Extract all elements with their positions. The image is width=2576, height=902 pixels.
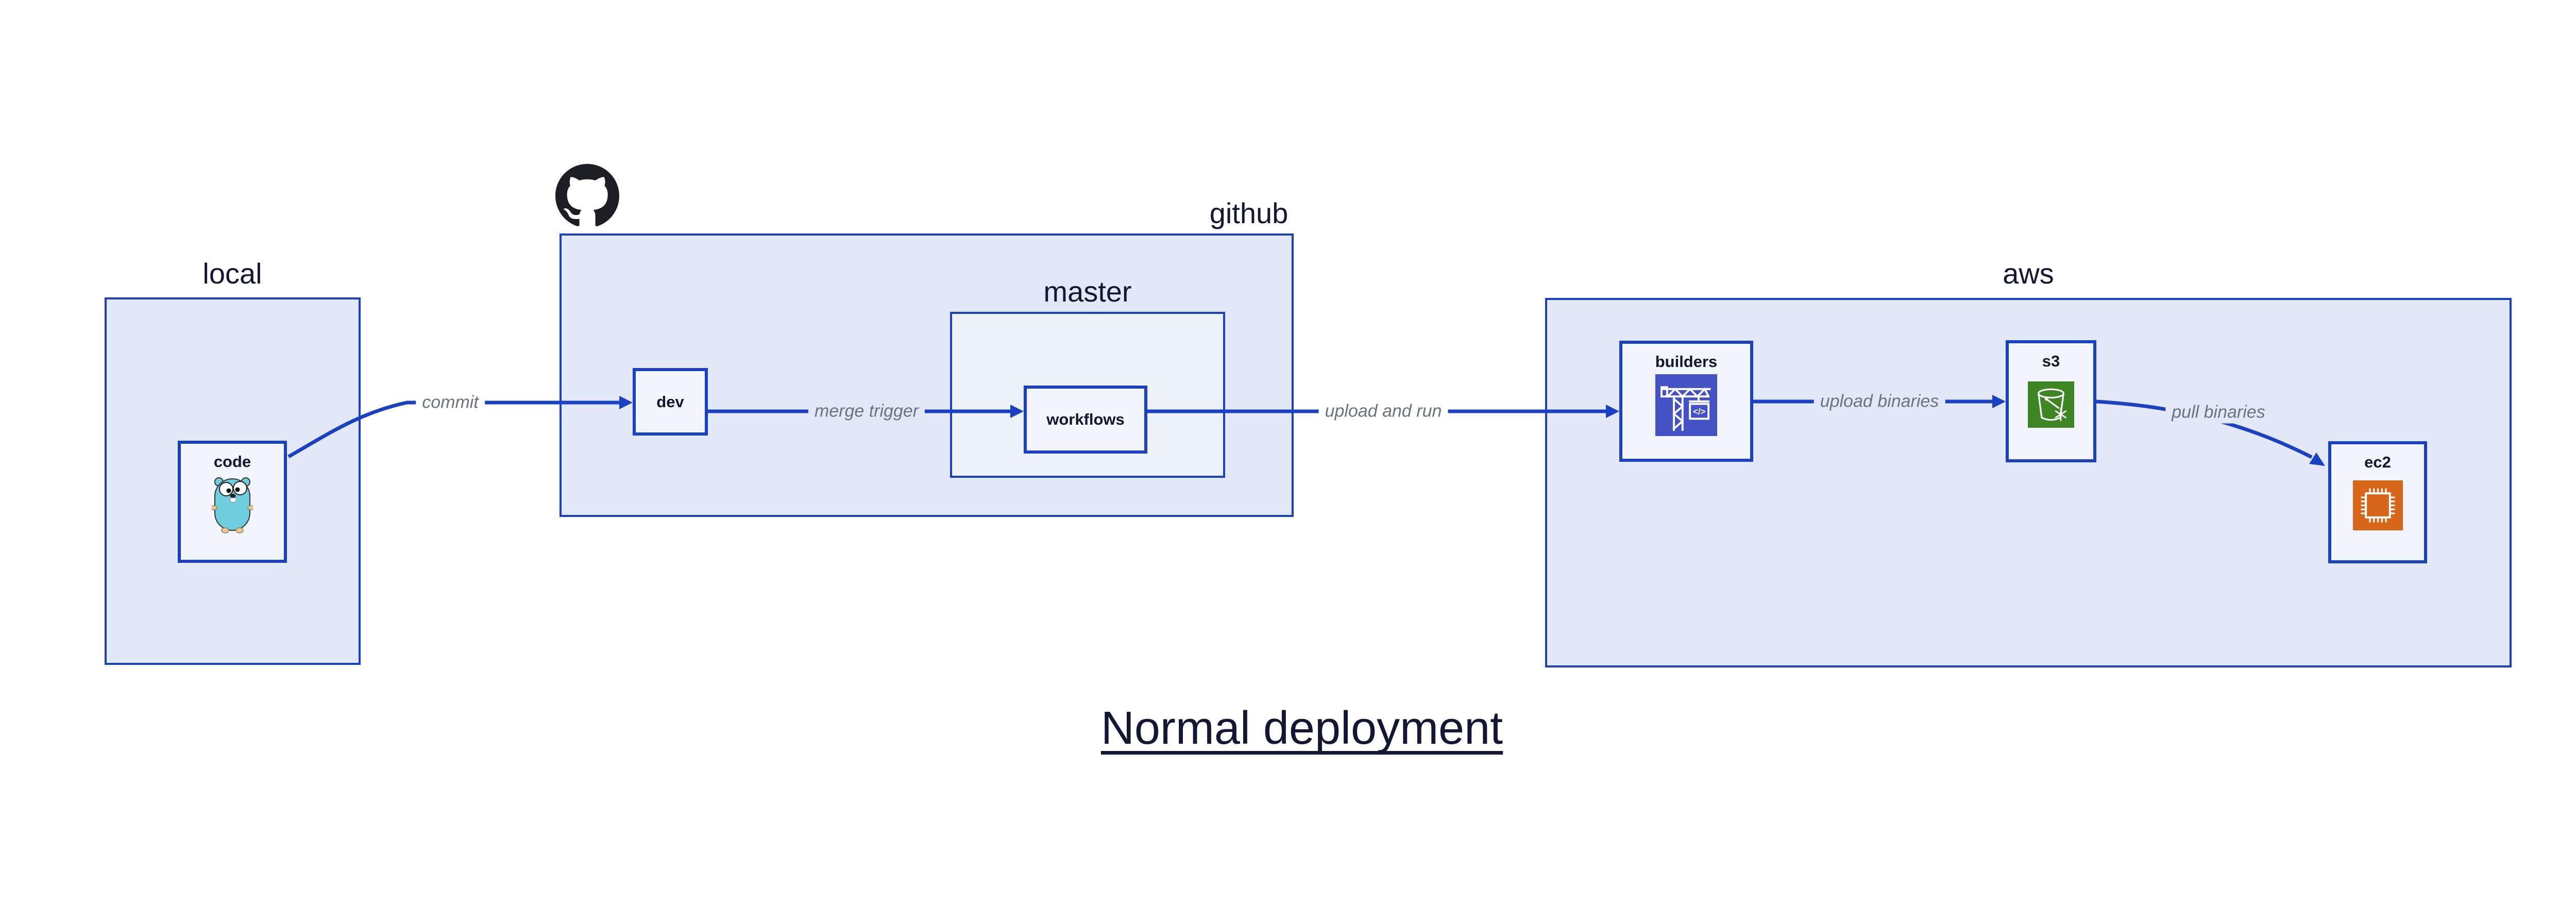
go-gopher-icon [212, 477, 253, 533]
node-dev: dev [633, 368, 708, 436]
container-local-label: local [202, 257, 262, 290]
crane-codebuild-icon: </> [1655, 374, 1717, 436]
node-s3-label: s3 [2042, 352, 2060, 370]
container-master-label: master [1043, 275, 1132, 308]
node-code-label: code [213, 453, 251, 471]
edge-label-upload-and-run: upload and run [1318, 400, 1448, 423]
node-workflows: workflows [1024, 386, 1147, 454]
container-aws-label: aws [2003, 257, 2054, 290]
container-github-label: github [1209, 197, 1289, 229]
bucket-s3-icon [2028, 381, 2074, 428]
builders-icon-glyph: </> [1693, 407, 1705, 416]
node-ec2: ec2 [2328, 441, 2427, 563]
node-builders-label: builders [1655, 353, 1718, 371]
diagram-title: Normal deployment [1100, 703, 1503, 754]
edge-commit [287, 396, 633, 459]
chip-ec2-icon [2352, 480, 2403, 530]
node-ec2-label: ec2 [2364, 453, 2391, 471]
node-s3: s3 [2006, 340, 2096, 462]
edge-label-commit: commit [416, 391, 485, 414]
node-code: code [178, 441, 287, 563]
edge-label-upload-binaries: upload binaries [1814, 390, 1945, 413]
node-builders: builders </> [1619, 341, 1753, 462]
github-octocat-icon [555, 164, 619, 226]
edge-label-pull-binaries: pull binaries [2165, 401, 2272, 424]
edge-label-merge-trigger: merge trigger [808, 400, 925, 423]
node-workflows-label: workflows [1046, 410, 1125, 428]
node-dev-label: dev [656, 392, 684, 411]
